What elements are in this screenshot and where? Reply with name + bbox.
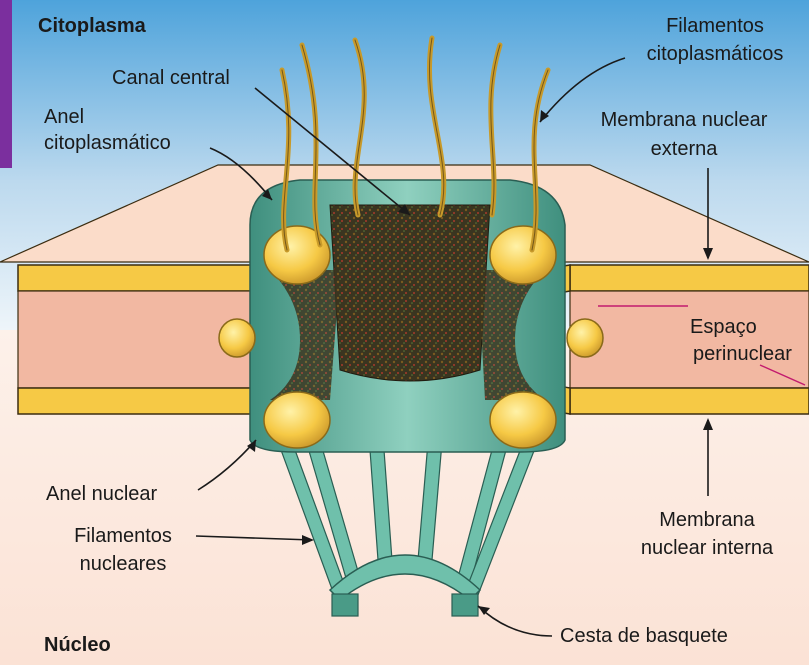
label-inner-membrane-line1: Membrana [612,508,802,532]
label-central-channel: Canal central [112,66,230,90]
basket-foot-right [452,594,478,616]
central-channel [330,205,490,381]
label-cytoplasmic-filaments-line1: Filamentos [630,14,800,38]
label-nuclear-ring: Anel nuclear [46,482,157,506]
label-outer-membrane-line2: externa [574,137,794,161]
region-label-nucleus: Núcleo [44,633,111,657]
label-perinuclear-space-line2: perinuclear [693,342,792,366]
basket-foot-left [332,594,358,616]
label-cytoplasmic-ring-line2: citoplasmático [44,131,171,155]
label-perinuclear-space-line1: Espaço [690,315,757,339]
region-label-cytoplasm: Citoplasma [38,14,146,38]
label-nuclear-filaments-line1: Filamentos [48,524,198,548]
label-inner-membrane-line2: nuclear interna [612,536,802,560]
label-cytoplasmic-ring-line1: Anel [44,105,84,129]
label-outer-membrane-line1: Membrana nuclear [574,108,794,132]
label-nuclear-filaments-line2: nucleares [48,552,198,576]
label-basket: Cesta de basquete [560,624,728,648]
label-cytoplasmic-filaments-line2: citoplasmáticos [630,42,800,66]
accent-bar [0,0,12,168]
